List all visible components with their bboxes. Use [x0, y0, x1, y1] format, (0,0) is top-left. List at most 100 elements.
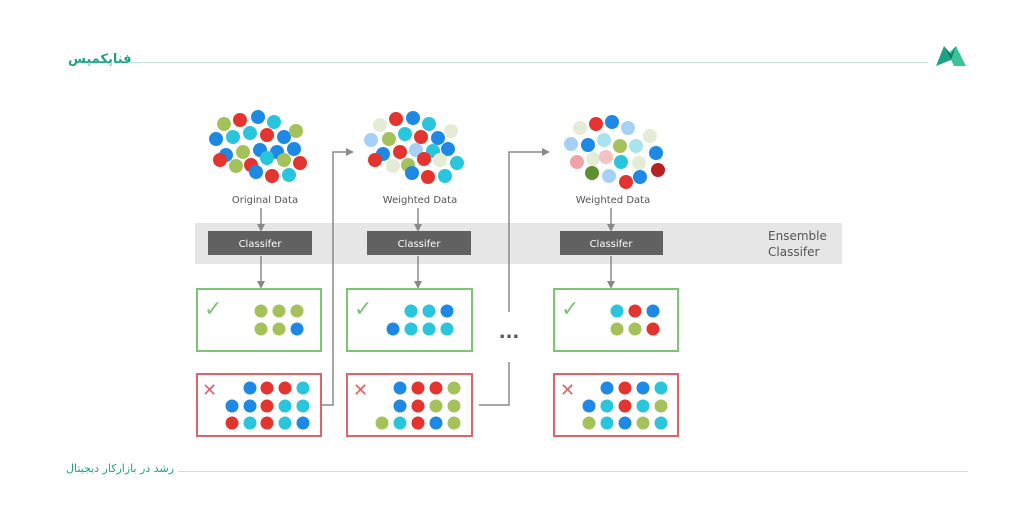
data-point	[433, 153, 447, 167]
data-point	[421, 170, 435, 184]
data-point	[229, 159, 243, 173]
data-point	[440, 304, 454, 318]
ensemble-label-line1: Ensemble	[768, 229, 827, 243]
data-point	[386, 322, 400, 336]
data-point	[614, 155, 628, 169]
header-divider	[128, 62, 928, 63]
data-point	[646, 322, 660, 336]
data-point	[260, 151, 274, 165]
data-point	[393, 416, 407, 430]
data-point	[373, 118, 387, 132]
data-point	[254, 304, 268, 318]
stage-1-wrong-box	[196, 373, 322, 437]
stage-2-correct-points	[386, 304, 454, 336]
data-point	[368, 153, 382, 167]
data-point	[441, 142, 455, 156]
data-point	[636, 399, 650, 413]
data-point	[277, 130, 291, 144]
stage-3-correct-box	[553, 288, 679, 352]
data-point	[417, 152, 431, 166]
data-point	[447, 416, 461, 430]
data-point	[651, 163, 665, 177]
data-point	[260, 399, 274, 413]
data-point	[243, 399, 257, 413]
data-point	[213, 153, 227, 167]
stage-2-check-icon: ✓	[354, 297, 372, 322]
data-point	[411, 399, 425, 413]
data-point	[260, 416, 274, 430]
connector-stage-2-3	[508, 148, 550, 312]
stage-2-wrong-points	[375, 381, 461, 430]
data-point	[605, 115, 619, 129]
stage-3-wrong-box	[553, 373, 679, 437]
data-point	[438, 169, 452, 183]
data-point	[429, 381, 443, 395]
data-point	[573, 121, 587, 135]
data-point	[628, 304, 642, 318]
stage-3-classifier	[560, 231, 663, 255]
data-point	[613, 139, 627, 153]
data-point	[411, 416, 425, 430]
data-point	[254, 322, 268, 336]
stage-3-correct-points	[610, 304, 660, 336]
data-point	[272, 322, 286, 336]
connector-stage-2-lower	[479, 362, 510, 406]
data-point	[267, 115, 281, 129]
data-point	[602, 169, 616, 183]
data-point	[282, 168, 296, 182]
data-point	[225, 399, 239, 413]
data-point	[450, 156, 464, 170]
stage-2-label: Weighted Data	[383, 195, 457, 206]
stage-1-wrong-points	[225, 381, 310, 430]
data-point	[290, 322, 304, 336]
stage-1-classifier-label: Classifer	[239, 239, 283, 250]
data-point	[636, 381, 650, 395]
data-point	[621, 121, 635, 135]
data-point	[260, 381, 274, 395]
data-point	[628, 322, 642, 336]
stage-2-cross-icon: ✕	[353, 380, 368, 401]
stage-3-classifier-label: Classifer	[590, 239, 634, 250]
data-point	[618, 416, 632, 430]
data-point	[582, 399, 596, 413]
data-point	[440, 322, 454, 336]
data-point	[265, 169, 279, 183]
data-point	[364, 133, 378, 147]
data-point	[599, 150, 613, 164]
data-point	[643, 129, 657, 143]
data-point	[296, 381, 310, 395]
data-point	[447, 399, 461, 413]
data-point	[405, 166, 419, 180]
data-point	[581, 138, 595, 152]
data-point	[404, 304, 418, 318]
data-point	[429, 416, 443, 430]
data-point	[296, 399, 310, 413]
stage-1-correct-points	[254, 304, 304, 336]
data-point	[654, 399, 668, 413]
stage-2-classifier	[367, 231, 471, 255]
data-point	[226, 130, 240, 144]
data-point	[293, 156, 307, 170]
data-point	[406, 111, 420, 125]
data-point	[272, 304, 286, 318]
data-point	[431, 131, 445, 145]
data-point	[249, 165, 263, 179]
data-point	[586, 152, 600, 166]
data-point	[278, 399, 292, 413]
stage-1-cross-icon: ✕	[202, 380, 217, 401]
stage-1-correct-box	[196, 288, 322, 352]
data-point	[375, 416, 389, 430]
data-point	[289, 124, 303, 138]
data-point	[585, 166, 599, 180]
data-point	[296, 416, 310, 430]
data-point	[422, 117, 436, 131]
data-point	[654, 416, 668, 430]
data-point	[646, 304, 660, 318]
data-point	[422, 322, 436, 336]
footer-divider	[178, 471, 968, 472]
data-point	[444, 124, 458, 138]
data-point	[236, 145, 250, 159]
data-point	[209, 132, 223, 146]
stage-2-data-cloud	[364, 111, 464, 184]
